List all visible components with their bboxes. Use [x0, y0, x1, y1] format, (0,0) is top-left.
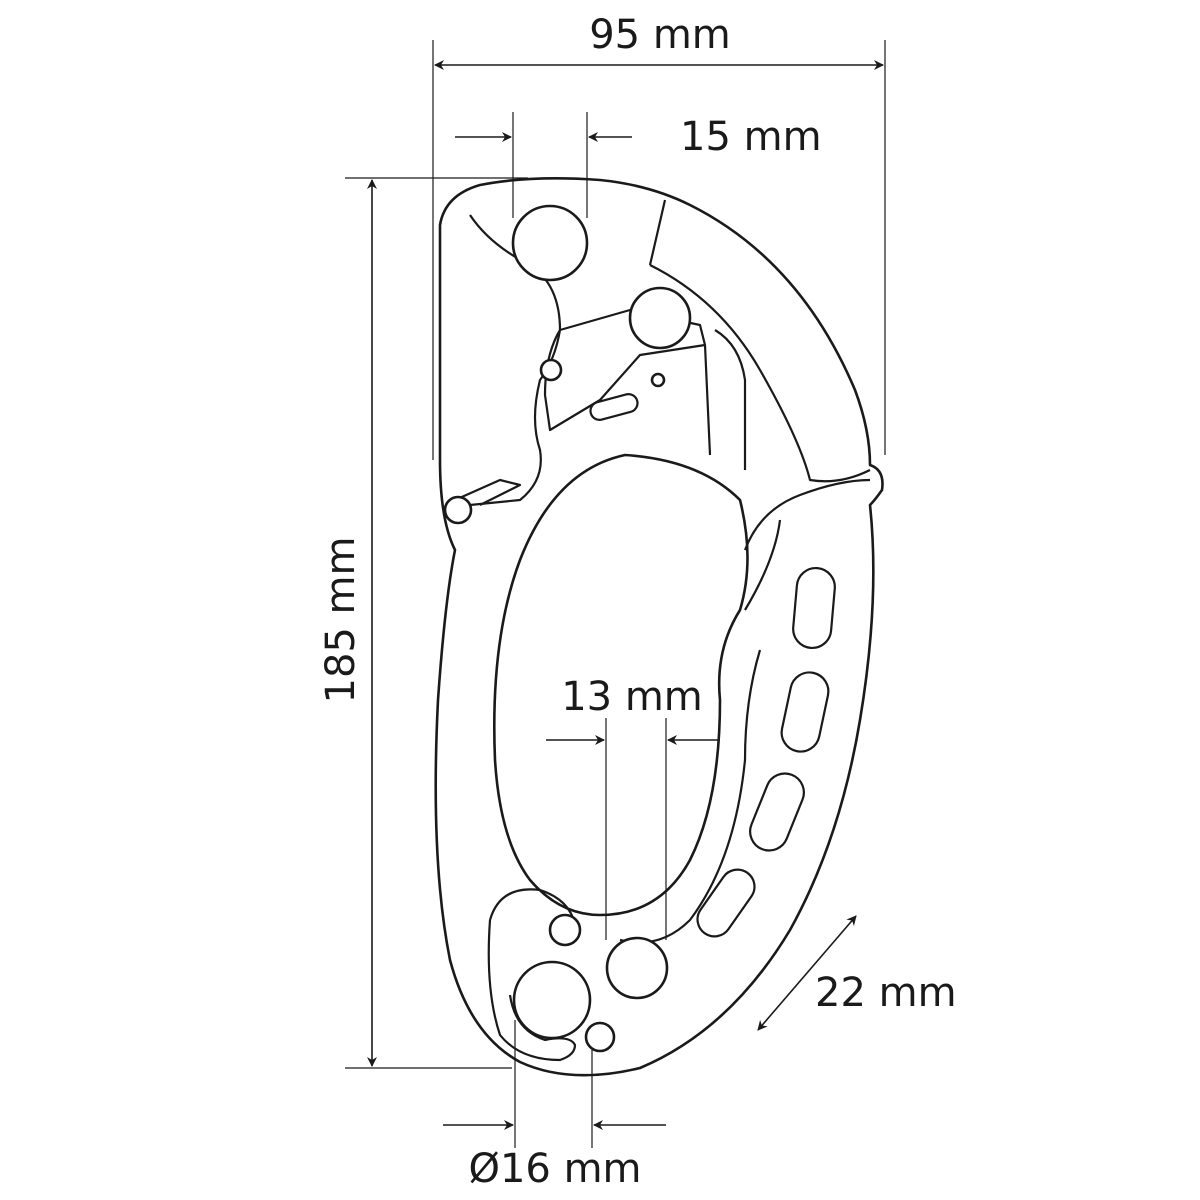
dimension-width: 95 mm: [432, 12, 886, 460]
dimension-rope-slot: 13 mm: [546, 674, 720, 940]
bottom-right-hole: [605, 936, 669, 1000]
dimension-top-hole-spacing: 15 mm: [455, 112, 822, 218]
dimension-label-top-hole-spacing: 15 mm: [680, 114, 822, 160]
dimension-diagonal: 22 mm: [757, 915, 957, 1031]
device-drawing: [434, 177, 884, 1077]
bottom-small-hole: [548, 913, 582, 947]
lightening-slot-2: [780, 671, 830, 753]
dimension-label-width: 95 mm: [589, 12, 731, 58]
top-hole: [511, 204, 589, 282]
bottom-hole: [512, 960, 592, 1040]
dimension-label-hole-diameter: Ø16 mm: [468, 1146, 641, 1192]
dimension-label-height: 185 mm: [318, 537, 364, 704]
dimension-height: 185 mm: [318, 177, 528, 1069]
cam-tiny-hole: [650, 372, 666, 388]
upper-frame-line: [648, 199, 871, 483]
side-plate-slot: [703, 329, 747, 470]
pin-slot: [454, 478, 522, 506]
lightening-slot-1: [792, 566, 836, 650]
bottom-tiny-hole: [584, 1021, 616, 1053]
cam-pivot-hole: [628, 286, 692, 350]
lightening-slot-4: [696, 868, 756, 938]
small-slot: [589, 393, 639, 421]
rope-channel: [492, 453, 749, 917]
dimension-label-rope-slot: 13 mm: [561, 674, 703, 720]
dimension-label-diagonal: 22 mm: [815, 970, 957, 1016]
dimension-hole-diameter: Ø16 mm: [443, 1020, 666, 1192]
lever-pin-hole: [443, 495, 473, 525]
lightening-slot-3: [749, 772, 805, 852]
lower-slot-outline: [487, 888, 577, 1062]
cam-small-hole: [539, 358, 563, 382]
